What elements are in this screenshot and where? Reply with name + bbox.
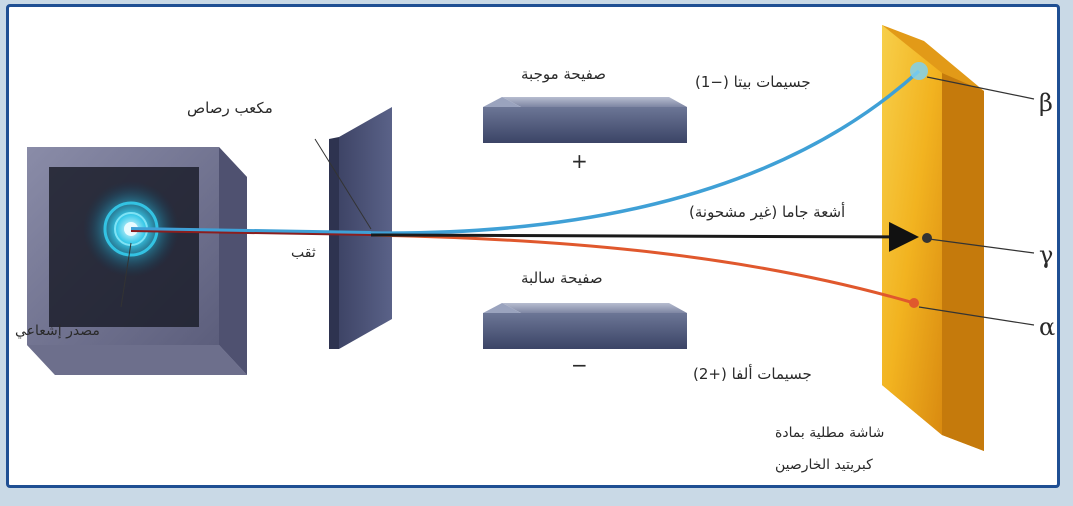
gamma-pointer (928, 238, 1035, 254)
beta-path (370, 69, 921, 235)
screen-label-line2: كبريتيد الخارصين (775, 457, 873, 473)
beta-particles-label: جسيمات بيتا (−1) (695, 73, 811, 91)
emitted-beam-core (130, 230, 372, 236)
diagram-frame: مكعب رصاص ثقب مصدر إشعاعي صفيحة موجبة + … (6, 4, 1060, 488)
radiation-source-box (27, 147, 247, 375)
gamma-impact (922, 233, 932, 243)
negative-plate-label: صفيحة سالبة (521, 269, 603, 287)
screen-label-line1: شاشة مطلية بمادة (775, 425, 885, 441)
lead-block (329, 107, 392, 349)
gamma-rays-label: أشعة جاما (غير مشحونة) (689, 203, 846, 221)
beta-pointer (926, 76, 1035, 100)
diagram-canvas (27, 25, 1035, 451)
lead-block-pointer (314, 138, 372, 230)
beta-symbol: β (1039, 89, 1053, 117)
beta-impact (910, 62, 928, 80)
negative-plate (483, 303, 687, 349)
source-label: مصدر إشعاعي (15, 323, 100, 339)
positive-plate (483, 97, 687, 143)
alpha-particles-label: جسيمات ألفا (+2) (693, 365, 812, 383)
negative-sign: − (571, 353, 588, 377)
positive-sign: + (571, 149, 588, 173)
alpha-symbol: α (1039, 313, 1056, 341)
emitted-beam (130, 227, 372, 235)
lead-block-label: مكعب رصاص (187, 99, 273, 117)
gamma-path (370, 221, 919, 252)
gamma-symbol: γ (1039, 241, 1054, 269)
source-pointer (120, 242, 132, 308)
alpha-pointer (918, 306, 1035, 326)
alpha-path (370, 233, 915, 305)
hole-label: ثقب (291, 245, 316, 261)
alpha-impact (909, 298, 919, 308)
positive-plate-label: صفيحة موجبة (521, 65, 606, 83)
